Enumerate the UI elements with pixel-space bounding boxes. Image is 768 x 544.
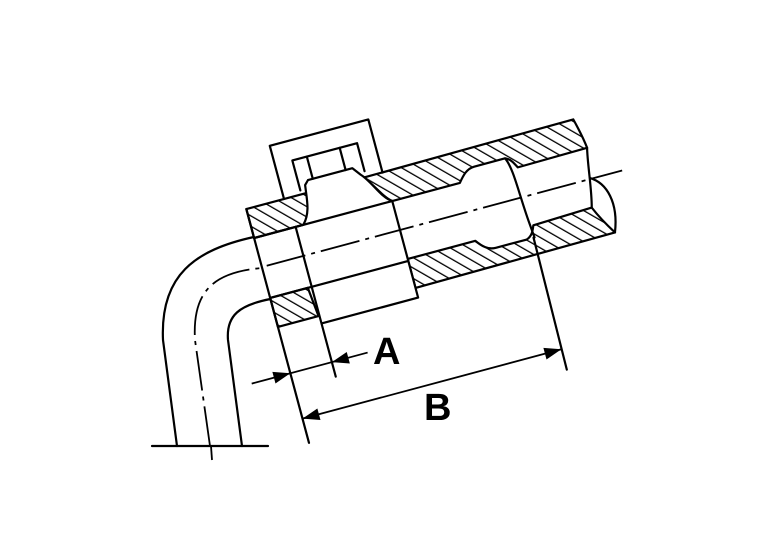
dimension-b-line xyxy=(302,348,562,420)
bent-tube-inner-wall xyxy=(226,297,272,448)
fitting-edge-extension-line xyxy=(320,322,337,378)
recess-extension-line xyxy=(532,236,568,371)
tube-top-line xyxy=(253,199,394,240)
dimension-a-arrow-left xyxy=(272,371,291,384)
bracket-outer xyxy=(268,118,384,201)
fitting-body xyxy=(294,167,420,325)
dimension-b-arrow-right xyxy=(543,347,562,360)
dimension-a-line xyxy=(251,351,368,385)
pipe-lower-section xyxy=(406,206,617,290)
pipe-assembly xyxy=(245,118,623,444)
bent-tube-outer-wall xyxy=(161,235,255,448)
dimension-b-arrow-left xyxy=(302,408,321,421)
dimension-a-arrow-right xyxy=(331,351,350,364)
bracket-slot-line-right xyxy=(338,146,347,172)
ground-center-tick xyxy=(210,445,213,461)
pipe-end-face-arc xyxy=(588,176,617,234)
dimension-b-label: B xyxy=(424,387,452,429)
dimension-a-label: A xyxy=(373,331,401,373)
bracket-inner xyxy=(291,142,366,192)
pipe-upper-section xyxy=(362,118,589,203)
bracket-slot-line-left xyxy=(305,155,314,180)
tube-bottom-line xyxy=(269,259,410,300)
recess-edge xyxy=(503,157,536,239)
bent-tube-centerline xyxy=(193,267,263,447)
pipe-centerline xyxy=(266,169,623,267)
sleeve-edge-extension-line xyxy=(245,207,311,444)
pipe-break-line xyxy=(585,146,593,209)
